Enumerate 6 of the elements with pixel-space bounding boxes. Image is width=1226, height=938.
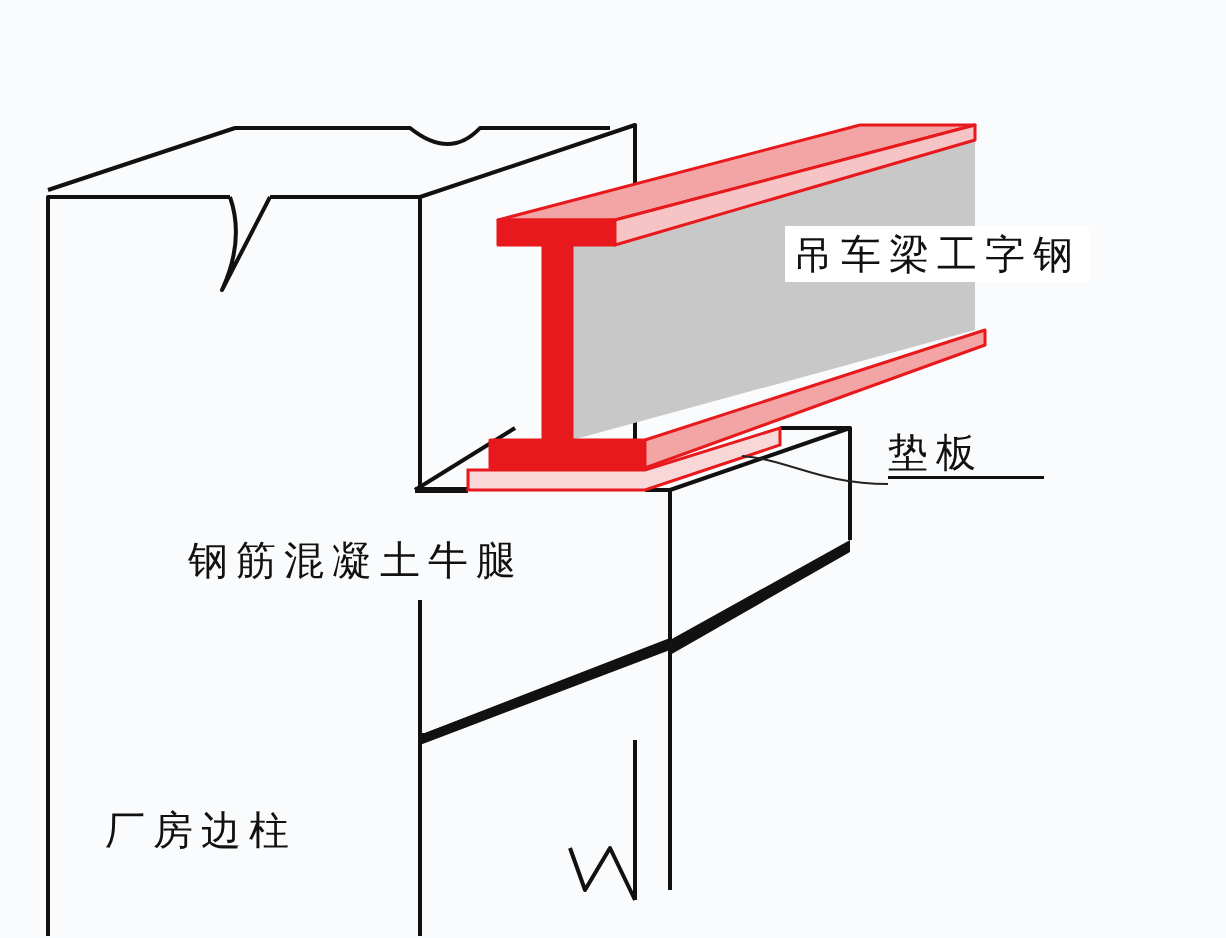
part-label: 吊车梁工字钢 xyxy=(785,226,1089,282)
bearing-plate xyxy=(466,425,782,492)
part-label: 垫板 xyxy=(888,428,1044,479)
part-label: 钢筋混凝土牛腿 xyxy=(188,536,524,584)
part-label: 厂房边柱 xyxy=(105,806,297,854)
leader-line xyxy=(741,455,889,485)
